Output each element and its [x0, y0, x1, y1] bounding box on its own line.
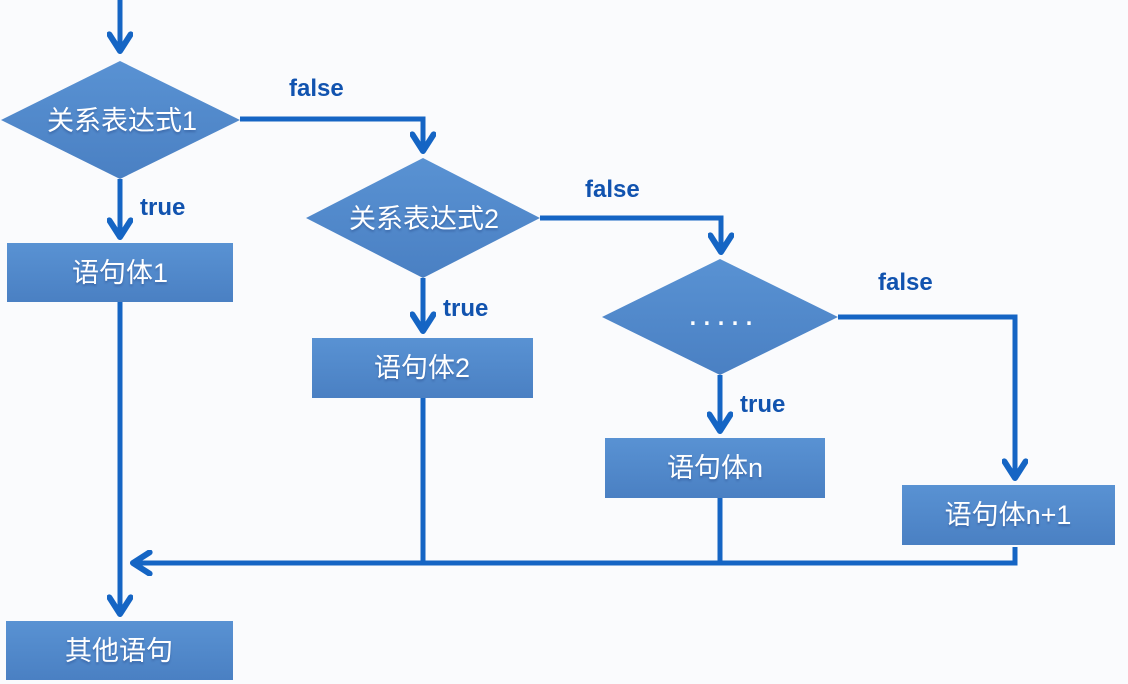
edge-d1-false-line [240, 116, 423, 150]
statement-1-shape [7, 243, 233, 302]
statement-1-label: 语句体1 [72, 258, 168, 288]
edge-d3-false-line [838, 314, 1015, 477]
edge-d2-true-label: true [443, 295, 488, 322]
statement-2-label: 语句体2 [374, 353, 470, 383]
decision-1-label: 关系表达式1 [47, 106, 197, 136]
edge-d1-true-label: true [140, 194, 185, 221]
edge-d3-false-label: false [878, 269, 933, 296]
other-statement-shape [6, 621, 233, 680]
merge-line [134, 547, 1018, 563]
decision-3-label: ..... [687, 306, 757, 330]
decision-2-label: 关系表达式2 [349, 204, 499, 234]
other-statement-label: 其他语句 [65, 636, 173, 666]
edge-d1-false-label: false [289, 75, 344, 102]
edge-d2-false-label: false [585, 176, 640, 203]
statement-n-shape [605, 438, 825, 498]
edge-d3-true-label: true [740, 391, 785, 418]
decision-1-shape [1, 61, 240, 179]
decision-3-shape [602, 259, 838, 375]
statement-n-label: 语句体n [667, 453, 763, 483]
decision-2-shape [306, 158, 540, 278]
statement-n1-label: 语句体n+1 [945, 500, 1072, 530]
statement-2-shape [312, 338, 533, 398]
edge-d2-false-line [540, 215, 721, 251]
statement-n1-shape [902, 485, 1115, 545]
